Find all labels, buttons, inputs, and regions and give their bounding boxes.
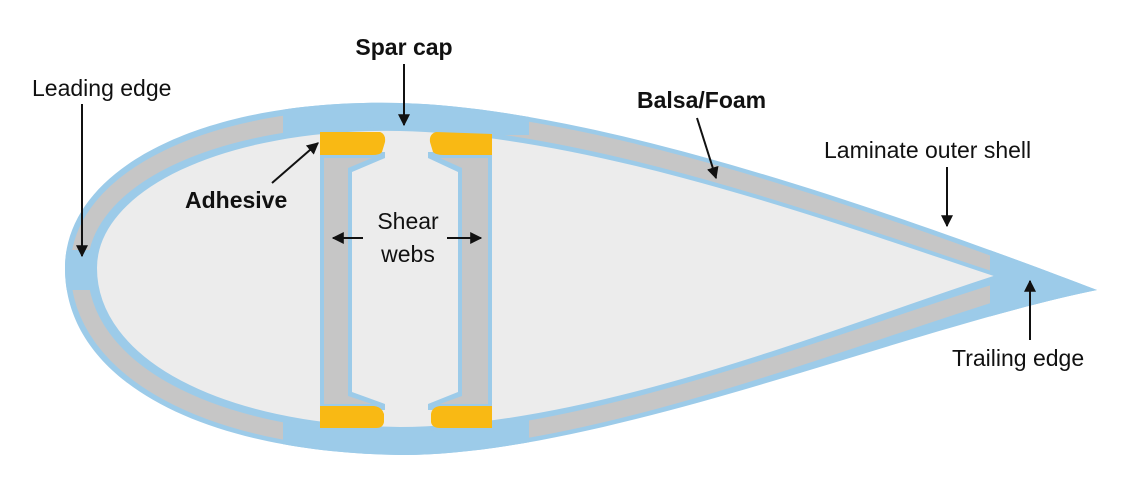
shear-web-left	[320, 152, 385, 410]
adhesive-top-right	[429, 132, 492, 155]
adhesive-bonds	[320, 132, 492, 428]
adhesive-bottom-right	[431, 406, 492, 428]
label-trailing-edge: Trailing edge	[952, 345, 1084, 371]
trailing-edge-reinforcement	[990, 250, 1097, 320]
label-shear: Shear	[377, 208, 439, 234]
label-laminate-outer-shell: Laminate outer shell	[824, 137, 1031, 163]
leading-edge-reinforcement	[65, 250, 96, 290]
adhesive-arrow	[271, 142, 319, 184]
label-spar-cap: Spar cap	[355, 34, 452, 60]
label-balsa-foam: Balsa/Foam	[637, 87, 766, 113]
balsa-foam-arrow	[696, 117, 719, 180]
adhesive-bottom-left	[320, 406, 384, 428]
label-leading-edge: Leading edge	[32, 75, 171, 101]
blade-interior	[92, 126, 1007, 432]
adhesive-top-left	[320, 132, 386, 155]
label-adhesive: Adhesive	[185, 187, 287, 213]
label-webs: webs	[380, 241, 435, 267]
shear-web-right	[428, 152, 492, 410]
